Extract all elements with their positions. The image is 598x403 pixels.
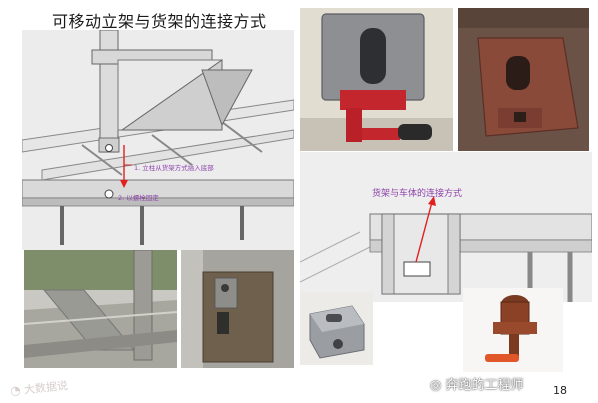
- callout-insert-pillar: 1. 立柱从货架方式插入底部: [134, 164, 214, 172]
- photo-corner-casting-rusty: [458, 8, 589, 151]
- photo-twist-lock-in-floor: [181, 250, 294, 368]
- slide-title: 可移动立架与货架的连接方式: [52, 12, 267, 31]
- page-number: 18: [553, 384, 567, 397]
- watermark-left: ◔ 大数据说: [9, 379, 69, 398]
- watermark-right: ◎ 奔跑的工程师: [430, 378, 524, 393]
- photo-rack-on-truck: [24, 250, 177, 368]
- rack-carbody-caption: 货架与车体的连接方式: [372, 189, 463, 199]
- photo-twist-lock-red: [300, 8, 453, 151]
- photo-twist-lock-orange: [463, 288, 563, 372]
- wechat-icon: ◎: [430, 378, 442, 393]
- callout-bolt-fix: 2. 以螺栓固定: [118, 194, 159, 202]
- photo-corner-casting-block: [300, 292, 373, 365]
- rack-carbody-sketch: [300, 152, 592, 302]
- logo-icon: ◔: [9, 382, 22, 398]
- pillar-rack-sketch: [22, 30, 294, 250]
